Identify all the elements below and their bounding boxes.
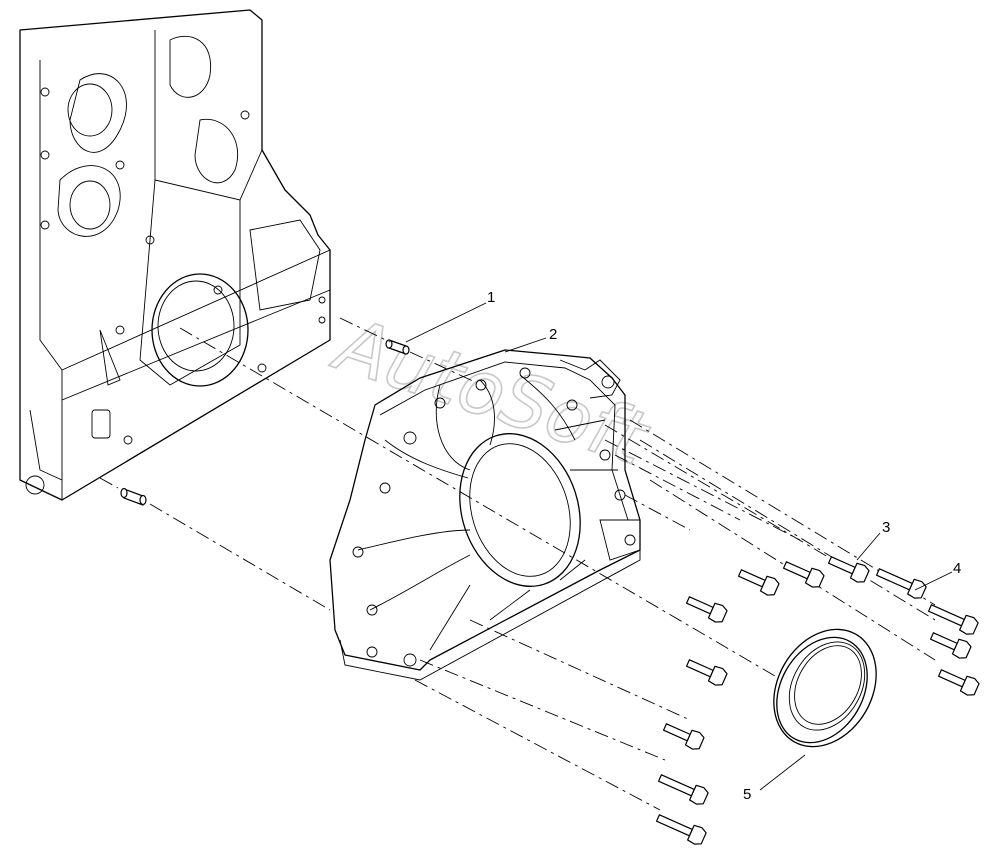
dowel-pin-lower — [120, 487, 147, 506]
bolt — [657, 774, 709, 805]
bolt — [685, 596, 728, 623]
bolt — [737, 569, 780, 596]
callout-leaders — [405, 302, 953, 791]
bolt — [655, 814, 707, 845]
bolt — [827, 556, 870, 583]
bolt — [927, 604, 979, 635]
bolt — [662, 723, 705, 750]
bolt — [929, 632, 972, 659]
bolt-group — [655, 556, 980, 845]
bolt — [782, 561, 825, 588]
dowel-pin-upper — [385, 339, 410, 355]
oil-seal-ring — [773, 628, 877, 748]
callout-5: 5 — [743, 786, 751, 803]
callout-4: 4 — [953, 560, 961, 577]
watermark-text: AutoSoft — [323, 301, 660, 484]
callout-3: 3 — [882, 519, 890, 536]
bolt — [937, 669, 980, 696]
flywheel-housing — [329, 349, 641, 681]
bolt — [685, 659, 728, 686]
engine-block — [19, 9, 331, 501]
bolt — [875, 568, 927, 599]
callout-1: 1 — [487, 289, 495, 306]
callout-2: 2 — [549, 326, 557, 343]
